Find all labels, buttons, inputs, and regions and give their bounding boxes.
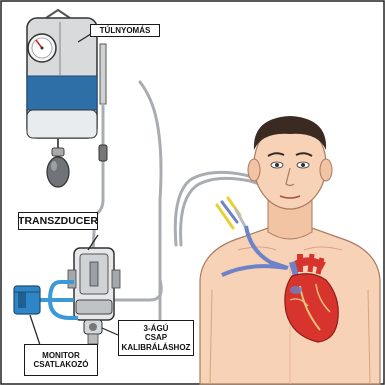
pressure-cuff [27,76,97,110]
monitor-connector-icon [14,286,40,314]
transducer-assembly [68,248,120,344]
patient [200,116,380,384]
three-way-stopcock-icon [84,320,102,344]
catheter-leads [217,198,246,228]
label-overpressure: TÚLNYOMÁS [90,24,160,37]
roller-clamp-icon [99,145,107,161]
pressure-gauge-icon [28,34,56,62]
label-transducer: TRANSZDUCER [18,212,98,230]
inflation-bulb-icon [47,148,69,187]
label-stopcock: 3-ÁGÚ CSAP KALIBRÁLÁSHOZ [118,320,194,356]
label-monitor-connector: MONITOR CSATLAKOZÓ [24,344,98,376]
